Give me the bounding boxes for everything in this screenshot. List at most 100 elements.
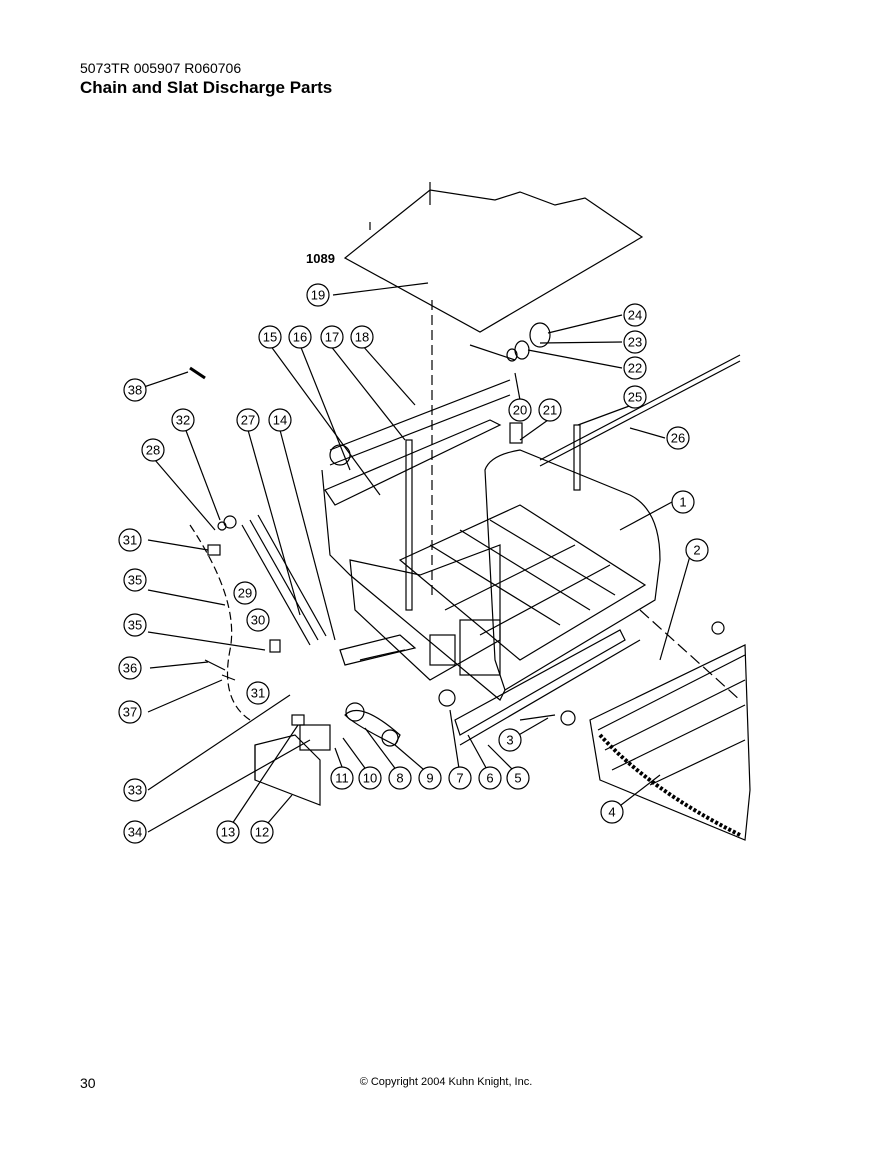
callout-circle [623, 385, 647, 409]
callout-circle [246, 681, 270, 705]
callout-number: 10 [363, 771, 377, 786]
shaft-end [711, 621, 725, 635]
callout-30: 30 [246, 608, 270, 632]
callout-number: 35 [128, 573, 142, 588]
callout-number: 22 [628, 361, 642, 376]
callout-circle [623, 303, 647, 327]
callout-29: 29 [233, 581, 257, 605]
hopper-front [324, 419, 502, 506]
callout-circle [358, 766, 382, 790]
callout-15: 15 [258, 325, 282, 349]
callout-7: 7 [448, 766, 472, 790]
callout-32: 32 [171, 408, 195, 432]
callout-number: 4 [608, 805, 615, 820]
callout-circle [123, 568, 147, 592]
callout-28: 28 [141, 438, 165, 462]
pulley [529, 322, 551, 348]
fitting-36 [204, 659, 226, 671]
callout-circle [171, 408, 195, 432]
callout-circle [306, 283, 330, 307]
callout-number: 24 [628, 308, 642, 323]
callout-number: 32 [176, 413, 190, 428]
callout-number: 29 [238, 586, 252, 601]
callout-number: 23 [628, 335, 642, 350]
callout-circle [498, 728, 522, 752]
floor-grid [398, 504, 647, 661]
gearbox [429, 634, 456, 666]
shaft-upper [329, 379, 511, 451]
callout-circle [141, 438, 165, 462]
callout-number: 13 [221, 825, 235, 840]
callout-circle [508, 398, 532, 422]
callout-number: 15 [263, 330, 277, 345]
callout-circle [623, 356, 647, 380]
callout-24: 24 [623, 303, 647, 327]
rail-6 [459, 639, 641, 746]
callout-circle [118, 700, 142, 724]
callout-circle [600, 800, 624, 824]
callout-number: 26 [671, 431, 685, 446]
page-number: 30 [80, 1075, 96, 1091]
hopper-side-left [321, 469, 506, 701]
callout-circle [258, 325, 282, 349]
threaded-rod-25 [573, 424, 581, 491]
callout-number: 31 [251, 686, 265, 701]
callout-circle [448, 766, 472, 790]
callout-circle [350, 325, 374, 349]
callout-number: 36 [123, 661, 137, 676]
rear-plate [349, 544, 501, 681]
callout-20: 20 [508, 398, 532, 422]
callout-36: 36 [118, 656, 142, 680]
callout-circle [623, 330, 647, 354]
callout-circle [330, 766, 354, 790]
callout-circle [123, 613, 147, 637]
fitting-37 [221, 674, 236, 681]
callout-number: 5 [514, 771, 521, 786]
callout-circle [388, 766, 412, 790]
callout-circle [320, 325, 344, 349]
callout-23: 23 [623, 330, 647, 354]
callout-11: 11 [330, 766, 354, 790]
callout-number: 25 [628, 390, 642, 405]
block-31b [269, 639, 281, 653]
threaded-rod [405, 439, 413, 611]
callout-34: 34 [123, 820, 147, 844]
block-11 [299, 724, 331, 751]
callout-10: 10 [358, 766, 382, 790]
block-31 [207, 544, 221, 556]
callout-circle [216, 820, 240, 844]
rod [469, 344, 516, 361]
callout-22: 22 [623, 356, 647, 380]
callout-31: 31 [246, 681, 270, 705]
chain-slat-conveyor [589, 644, 751, 841]
pin-13 [291, 714, 305, 726]
document-code: 5073TR 005907 R060706 [80, 60, 242, 76]
callout-16: 16 [288, 325, 312, 349]
callout-8: 8 [388, 766, 412, 790]
callout-number: 35 [128, 618, 142, 633]
callout-circle [246, 608, 270, 632]
part-38 [189, 366, 206, 380]
callout-number: 16 [293, 330, 307, 345]
callout-18: 18 [350, 325, 374, 349]
callout-31: 31 [118, 528, 142, 552]
centerline-2 [639, 609, 741, 701]
callout-circle [671, 490, 695, 514]
callout-number: 14 [273, 413, 287, 428]
callout-number: 18 [355, 330, 369, 345]
callout-number: 7 [456, 771, 463, 786]
callout-number: 21 [543, 403, 557, 418]
callout-33: 33 [123, 778, 147, 802]
callout-14: 14 [268, 408, 292, 432]
callout-6: 6 [478, 766, 502, 790]
callout-number: 2 [693, 543, 700, 558]
sheet-label: 1089 [306, 251, 335, 266]
callout-circle [268, 408, 292, 432]
callout-12: 12 [250, 820, 274, 844]
callout-26: 26 [666, 426, 690, 450]
callout-27: 27 [236, 408, 260, 432]
callout-number: 17 [325, 330, 339, 345]
callout-number: 31 [123, 533, 137, 548]
gearbox-housing [459, 619, 501, 676]
callout-circle [506, 766, 530, 790]
